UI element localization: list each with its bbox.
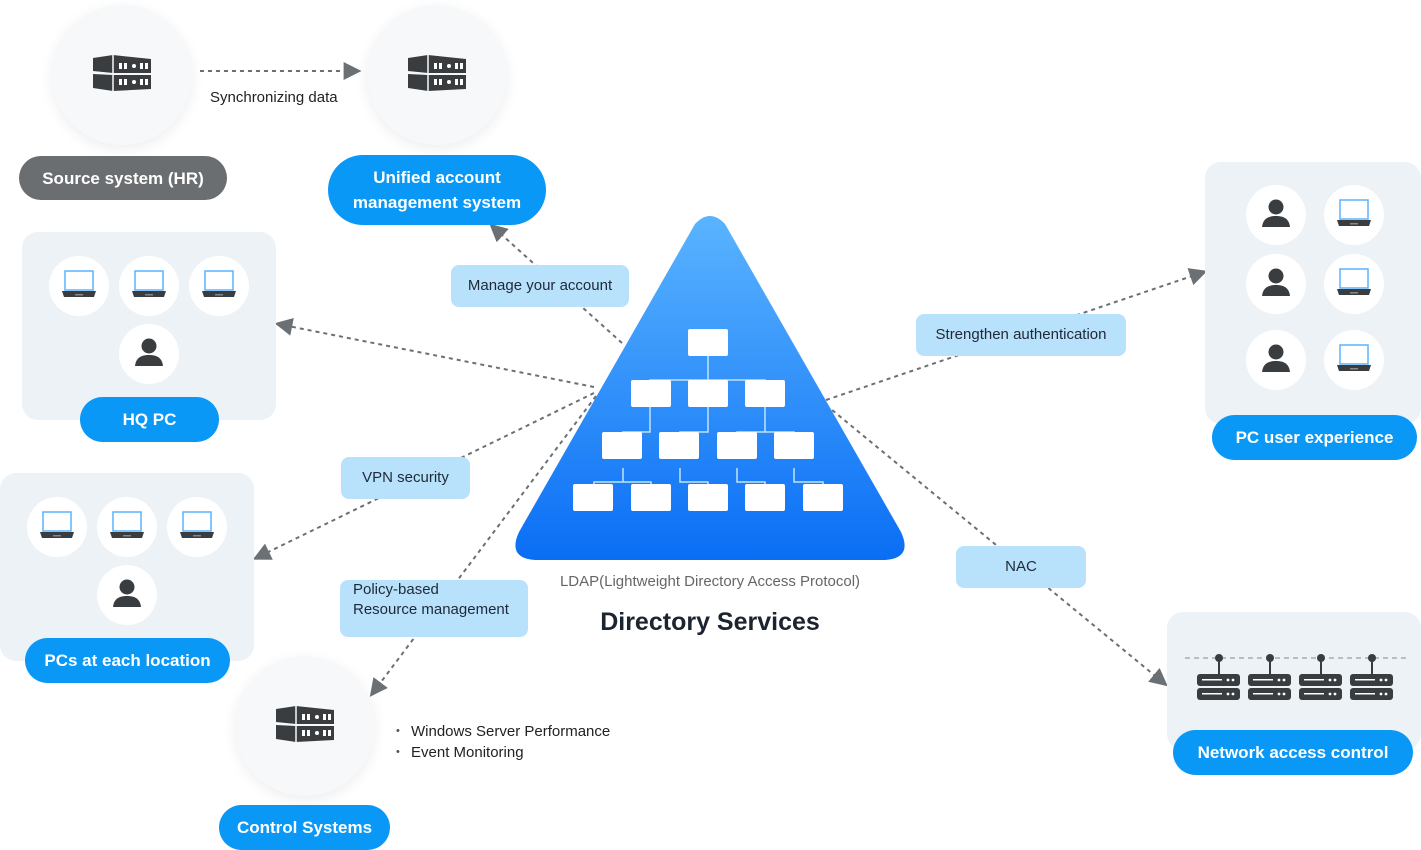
- rack-server-icon: [1248, 654, 1291, 700]
- tree-node: [745, 380, 785, 407]
- strengthen-auth-tag: Strengthen authentication: [916, 314, 1126, 356]
- pcux-laptop-1: [1324, 185, 1384, 245]
- hq-pc-laptop-2: [119, 256, 179, 316]
- control-systems-bullets: Windows Server Performance Event Monitor…: [396, 721, 610, 763]
- tree-node: [631, 484, 671, 511]
- laptop-icon: [180, 510, 214, 544]
- server-icon: [404, 54, 470, 97]
- user-icon: [134, 337, 164, 372]
- tree-node: [631, 380, 671, 407]
- pcux-laptop-2: [1324, 254, 1384, 314]
- tree-node: [745, 484, 785, 511]
- location-laptop-1: [27, 497, 87, 557]
- user-icon: [1261, 343, 1291, 378]
- rack-server-icon: [1197, 654, 1240, 700]
- directory-tree-icon: [515, 216, 905, 560]
- rack-server-icon: [1350, 654, 1393, 700]
- unified-account-label-line2: management system: [352, 193, 522, 212]
- policy-tag-line1: Policy-based: [353, 581, 439, 598]
- network-servers: [1185, 654, 1407, 700]
- pc-user-experience-panel: [1205, 162, 1421, 424]
- pcux-user-3: [1246, 330, 1306, 390]
- pcs-each-location-label: PCs at each location: [25, 638, 230, 683]
- tree-node: [803, 484, 843, 511]
- laptop-icon: [1337, 267, 1371, 301]
- pcux-laptop-3: [1324, 330, 1384, 390]
- pcux-user-2: [1246, 254, 1306, 314]
- policy-tag: Policy-based Resource management: [340, 580, 528, 637]
- control-systems-circle: [235, 656, 375, 796]
- directory-services-title: Directory Services: [600, 608, 820, 636]
- tree-node: [688, 380, 728, 407]
- tree-node: [688, 484, 728, 511]
- nac-tag: NAC: [956, 546, 1086, 588]
- laptop-icon: [40, 510, 74, 544]
- user-icon: [112, 578, 142, 613]
- tree-node: [659, 432, 699, 459]
- sync-label: Synchronizing data: [210, 89, 338, 106]
- vpn-security-tag: VPN security: [341, 457, 470, 499]
- user-icon: [1261, 198, 1291, 233]
- ldap-subtitle: LDAP(Lightweight Directory Access Protoc…: [559, 573, 861, 590]
- pc-user-experience-label: PC user experience: [1212, 415, 1417, 460]
- user-icon: [1261, 267, 1291, 302]
- tree-node: [774, 432, 814, 459]
- tree-node: [688, 329, 728, 356]
- control-systems-label: Control Systems: [219, 805, 390, 850]
- laptop-icon: [132, 269, 166, 303]
- manage-account-tag: Manage your account: [451, 265, 629, 307]
- hq-pc-laptop-1: [49, 256, 109, 316]
- laptop-icon: [110, 510, 144, 544]
- location-laptop-2: [97, 497, 157, 557]
- tree-node: [717, 432, 757, 459]
- policy-tag-line2: Resource management: [353, 601, 509, 618]
- server-icon: [272, 705, 338, 748]
- laptop-icon: [1337, 343, 1371, 377]
- unified-account-label: Unified account management system: [328, 155, 546, 225]
- unified-account-circle: [367, 5, 507, 145]
- hq-pc-label: HQ PC: [80, 397, 219, 442]
- server-icon: [89, 54, 155, 97]
- tree-node: [602, 432, 642, 459]
- tree-node: [573, 484, 613, 511]
- source-system-circle: [52, 5, 192, 145]
- bullet-item: Windows Server Performance: [396, 721, 610, 742]
- laptop-icon: [202, 269, 236, 303]
- hq-pc-laptop-3: [189, 256, 249, 316]
- hq-pc-user: [119, 324, 179, 384]
- location-laptop-3: [167, 497, 227, 557]
- laptop-icon: [1337, 198, 1371, 232]
- pcux-user-1: [1246, 185, 1306, 245]
- bullet-item: Event Monitoring: [396, 742, 610, 763]
- source-system-label: Source system (HR): [19, 156, 227, 200]
- unified-account-label-line1: Unified account: [373, 168, 501, 187]
- laptop-icon: [62, 269, 96, 303]
- location-user: [97, 565, 157, 625]
- rack-server-icon: [1299, 654, 1342, 700]
- network-access-control-label: Network access control: [1173, 730, 1413, 775]
